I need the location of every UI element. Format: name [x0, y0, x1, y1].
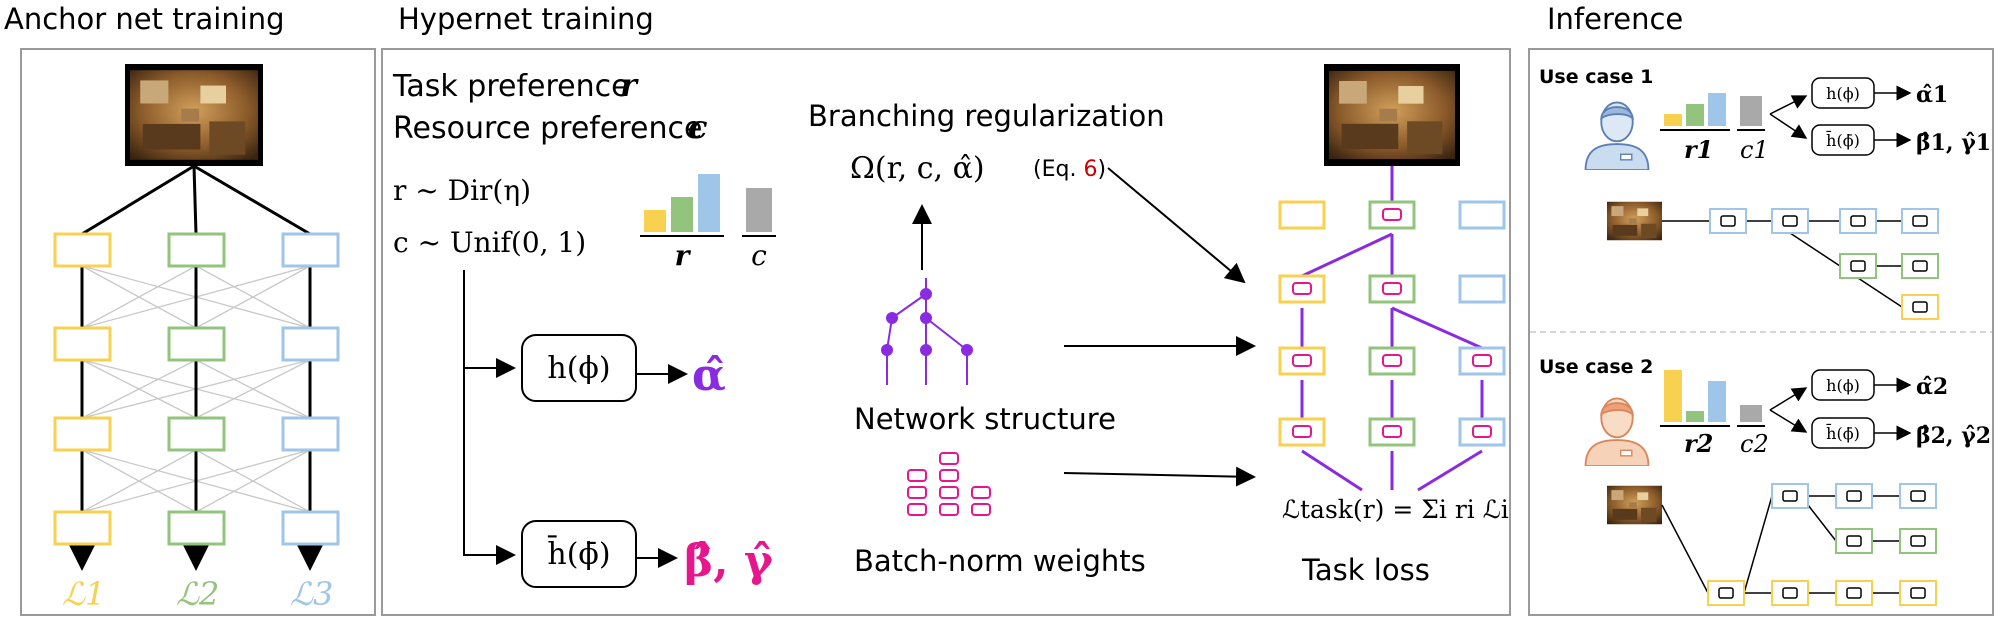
hypernet-panel — [381, 48, 1511, 616]
r-bar-label: r — [675, 239, 692, 272]
task-net-branches — [1300, 166, 1484, 492]
use-case-1-network — [1709, 208, 1939, 320]
user-1-avatar — [1584, 101, 1650, 170]
use-case-2-h-label: h(ϕ) — [1826, 376, 1860, 395]
inference-title: Inference — [1547, 2, 1684, 36]
task-preference-label: Task preference — [392, 69, 630, 104]
hypernet-h-box — [521, 334, 637, 402]
hypernet-diagram: Task preference r Resource preference c … — [392, 64, 1509, 588]
anchor-net-panel — [20, 48, 376, 616]
omega-expression: Ω(r, c, α̂) — [850, 151, 985, 186]
use-case-1-c-label: c1 — [1740, 136, 1769, 164]
anchor-net-title: Anchor net training — [4, 2, 285, 36]
hypernet-h-label: h(ϕ) — [547, 351, 610, 386]
use-case-2-alpha: α̂2 — [1916, 374, 1948, 400]
use-case-2-title: Use case 2 — [1539, 356, 1653, 378]
batch-norm-weights-label: Batch-norm weights — [854, 544, 1146, 578]
use-case-2-bars — [1660, 370, 1765, 427]
use-case-2-beta-gamma: β̂2, γ̂2 — [1916, 423, 1991, 449]
resource-preference-symbol: c — [688, 108, 707, 146]
equation-reference: (Eq. 6) — [1033, 157, 1106, 182]
c-bar-label: c — [751, 239, 767, 272]
use-case-1-alpha: α̂1 — [1916, 82, 1948, 108]
use-case-2-image — [1607, 485, 1662, 525]
branching-regularization-label: Branching regularization — [808, 99, 1165, 133]
use-case-2-hbar-label: h̄(ϕ̄) — [1826, 422, 1860, 443]
input-image — [130, 70, 258, 160]
r-distribution: r ~ Dir(η) — [393, 174, 531, 207]
loss-2-label: ℒ2 — [176, 575, 219, 613]
task-loss-label: Task loss — [1301, 553, 1430, 587]
resource-preference-bar: c — [742, 188, 776, 272]
alpha-output: α̂ — [692, 350, 726, 401]
use-case-1-hbar-label: h̄(ϕ̄) — [1826, 129, 1860, 150]
use-case-1-title: Use case 1 — [1539, 66, 1653, 88]
network-structure-icon — [881, 278, 973, 385]
task-net-image — [1329, 70, 1455, 160]
inference-panel — [1528, 48, 1994, 616]
c-distribution: c ~ Unif(0, 1) — [393, 226, 586, 259]
beta-gamma-output: β̂, γ̂ — [684, 536, 774, 587]
use-case-1-h-label: h(ϕ) — [1826, 84, 1860, 103]
batch-norm-weights-icon — [907, 452, 991, 516]
use-case-2-r-label: r2 — [1684, 429, 1713, 458]
hypernet-hbar-box — [521, 520, 637, 588]
hypernet-title: Hypernet training — [398, 2, 654, 36]
loss-3-label: ℒ3 — [290, 575, 333, 613]
inference-diagram: Use case 1 r1 c1 h(ϕ) h̄(ϕ̄) α̂1 β̂1, γ̂… — [1530, 66, 1992, 606]
use-case-1-image — [1607, 201, 1662, 241]
use-case-2-network — [1707, 483, 1937, 606]
user-2-avatar — [1584, 397, 1650, 466]
task-preference-symbol: r — [620, 66, 639, 104]
use-case-2-c-label: c2 — [1740, 430, 1769, 458]
use-case-1-bars — [1660, 93, 1765, 131]
loss-1-label: ℒ1 — [62, 575, 105, 613]
network-structure-label: Network structure — [854, 402, 1116, 436]
anchor-layers — [53, 232, 340, 546]
hypernet-hbar-label: h̄(ϕ̄) — [547, 534, 610, 572]
use-case-1-beta-gamma: β̂1, γ̂1 — [1916, 130, 1991, 156]
task-net-bn-weights — [1292, 208, 1492, 438]
task-preference-bars: r — [640, 174, 724, 272]
task-loss-equation: ℒtask(r) = Σi ri ℒi — [1282, 495, 1509, 524]
anchor-net-diagram: ℒ1 ℒ2 ℒ3 — [53, 64, 340, 613]
use-case-1-r-label: r1 — [1684, 135, 1713, 164]
resource-preference-label: Resource preference — [393, 111, 702, 146]
